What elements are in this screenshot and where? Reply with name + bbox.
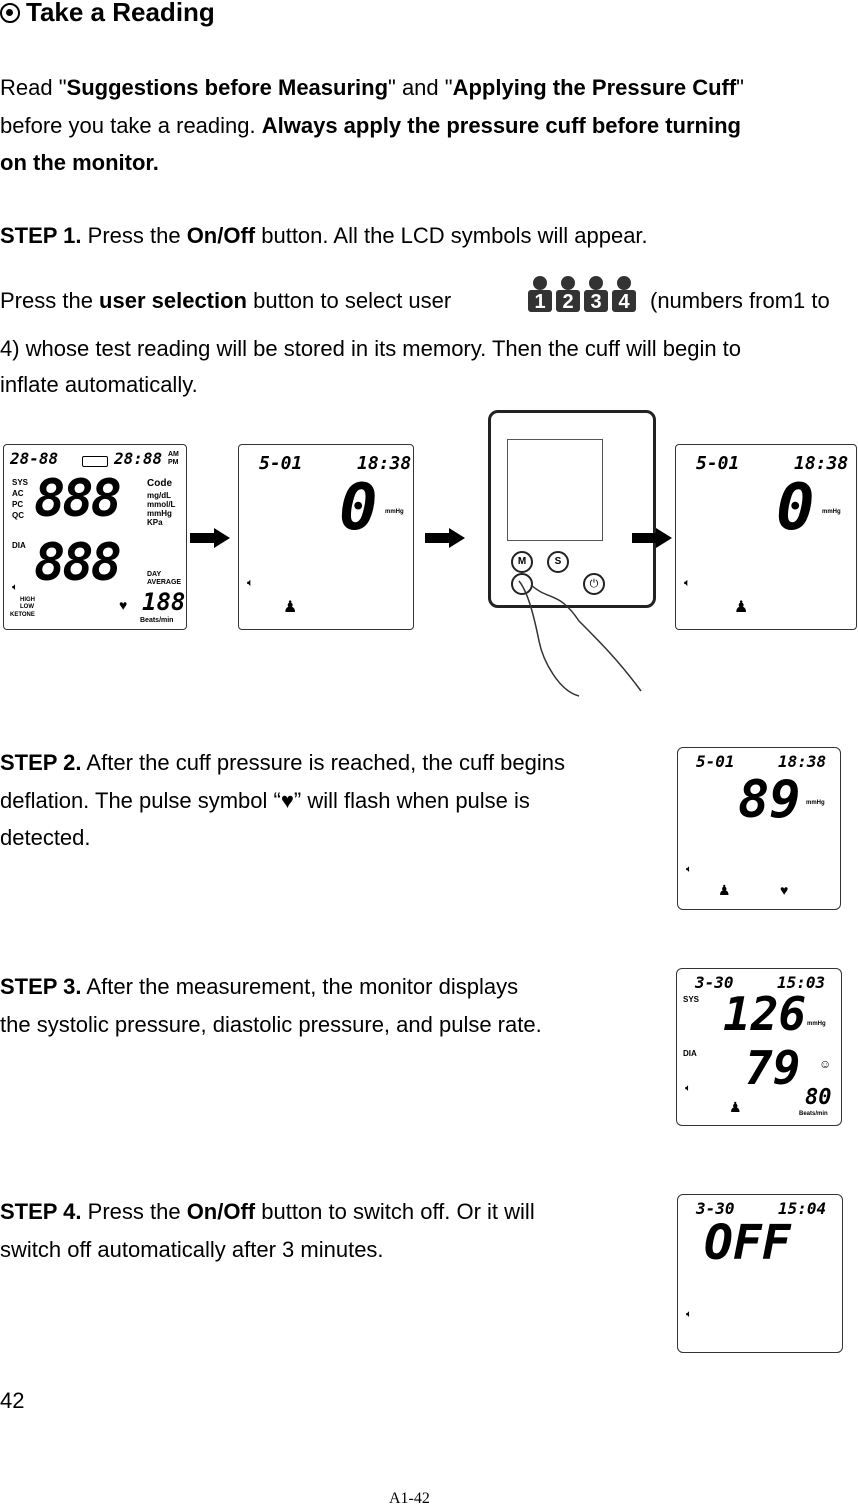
step1-line-2: Press the user selection button to selec… [0, 288, 452, 313]
step1-line-1: STEP 1. Press the On/Off button. All the… [0, 223, 648, 248]
battery-icon [82, 456, 108, 467]
device-button-s[interactable]: S [547, 551, 569, 573]
speaker-icon: 🔈︎ [12, 582, 18, 593]
step3-line-1: STEP 3. After the measurement, the monit… [0, 974, 519, 999]
page-number: 42 [0, 1388, 25, 1413]
section-heading: Take a Reading [0, 0, 215, 30]
pointing-hand-icon [518, 580, 642, 697]
heart-icon: ♥ [119, 597, 128, 613]
step1-line-4: inflate automatically. [0, 372, 198, 397]
speaker-icon: 🔈︎ [686, 1309, 692, 1320]
heart-icon: ♥ [280, 788, 294, 813]
speaker-icon: 🔈︎ [686, 864, 692, 875]
lcd-start-right: 5-01 18:38 0 mmHg 🔈︎ ♟ [675, 444, 857, 630]
intro-line-1: Read "Suggestions before Measuring" and … [0, 75, 744, 100]
step2-line-2: deflation. The pulse symbol “♥” will fla… [0, 788, 530, 813]
arrow-right-icon [425, 528, 465, 548]
user-icon: 1 [528, 276, 552, 313]
user-icon: ♟ [729, 1099, 742, 1115]
lcd-step4: 3-30 15:04 OFF 🔈︎ [677, 1194, 843, 1353]
lcd-start: 5-01 18:38 0 mmHg 🔈︎ ♟ [238, 444, 414, 630]
user-icon: ♟ [283, 599, 298, 616]
heading-text: Take a Reading [26, 0, 215, 27]
target-icon [0, 3, 20, 23]
intro-line-3: on the monitor. [0, 150, 159, 175]
user-icon: 2 [556, 276, 580, 313]
speaker-icon: 🔈︎ [684, 577, 691, 589]
arrow-right-icon [190, 528, 230, 548]
step2-line-1: STEP 2. After the cuff pressure is reach… [0, 750, 566, 775]
user-icon: ♟ [718, 882, 731, 898]
intro-line-2: before you take a reading. Always apply … [0, 113, 741, 138]
lcd-step2: 5-01 18:38 89 mmHg 🔈︎ ♟ ♥ [677, 747, 841, 910]
step4-line-1: STEP 4. Press the On/Off button to switc… [0, 1199, 535, 1224]
step1-line-2b: (numbers from1 to [650, 288, 830, 313]
user-selection-icons: 1 2 3 4 [528, 276, 636, 314]
lcd-all-symbols: 28-88 28:88 AM PM SYS AC PC QC 888 Code … [3, 444, 187, 630]
arrow-right-icon [632, 528, 672, 548]
smiley-icon: ☺ [819, 1057, 832, 1071]
user-icon: 4 [612, 276, 636, 313]
speaker-icon: 🔈︎ [685, 1083, 691, 1094]
lcd-step3: 3-30 15:03 SYS 126 mmHg DIA 79 ☺ 🔈︎ ♟ 80… [676, 968, 842, 1126]
speaker-icon: 🔈︎ [247, 577, 254, 589]
user-icon: ♟ [734, 599, 749, 616]
footer-code: A1-42 [389, 1490, 430, 1507]
device-screen [507, 439, 603, 541]
heart-icon: ♥ [780, 882, 789, 898]
user-icon: 3 [584, 276, 608, 313]
device-button-user[interactable] [511, 573, 533, 595]
monitor-device: M S ⏻ [488, 410, 656, 697]
device-button-m[interactable]: M [511, 551, 533, 573]
device-button-power[interactable]: ⏻ [583, 573, 605, 595]
step3-line-2: the systolic pressure, diastolic pressur… [0, 1012, 542, 1037]
step4-line-2: switch off automatically after 3 minutes… [0, 1237, 384, 1262]
step2-line-3: detected. [0, 825, 91, 850]
step1-line-3: 4) whose test reading will be stored in … [0, 336, 742, 361]
